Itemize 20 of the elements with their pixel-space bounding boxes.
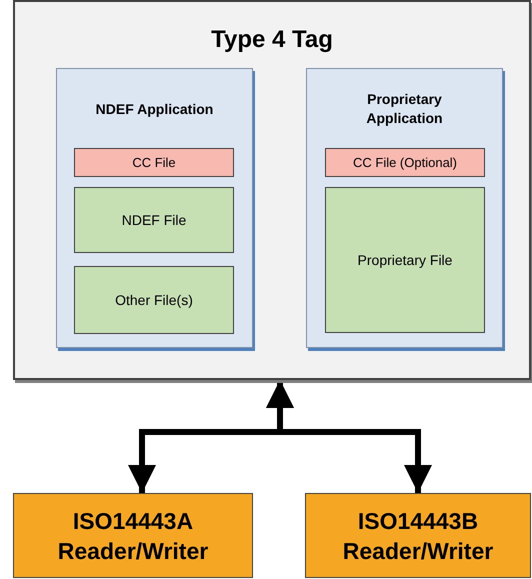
file-box xyxy=(74,148,234,177)
node-label: Other File(s) xyxy=(115,290,193,310)
application-panel xyxy=(306,68,503,348)
node-label: NDEF File xyxy=(122,210,186,230)
node-label: CC File (Optional) xyxy=(352,154,458,172)
node-label: ISO14443A Reader/Writer xyxy=(56,506,210,566)
node-label: NDEF Application xyxy=(94,100,214,119)
application-panel xyxy=(56,68,253,348)
node-label: Proprietary File xyxy=(358,250,452,270)
node-label: Type 4 Tag xyxy=(211,25,333,55)
node-label: Proprietary Application xyxy=(365,90,444,128)
reader-box xyxy=(13,493,253,578)
file-box xyxy=(74,266,234,334)
file-box xyxy=(74,187,234,253)
tag-container xyxy=(13,0,531,380)
reader-box xyxy=(305,493,531,578)
node-label: ISO14443B Reader/Writer xyxy=(342,506,494,566)
file-box xyxy=(325,187,485,333)
node-label: CC File xyxy=(132,154,176,172)
file-box xyxy=(325,148,485,177)
